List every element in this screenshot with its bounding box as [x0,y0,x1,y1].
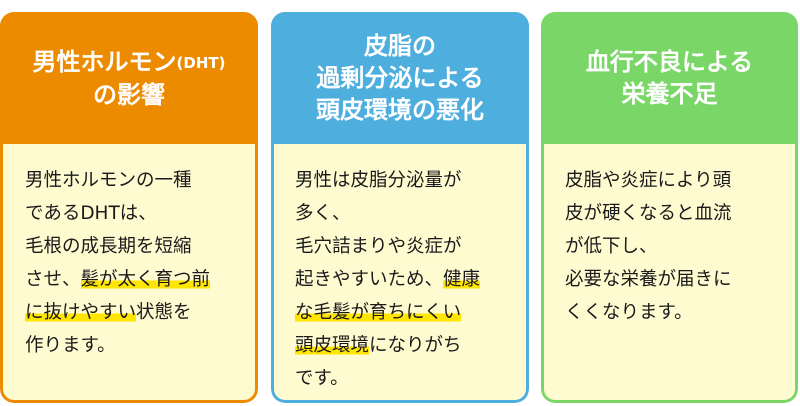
card-text: 皮脂や炎症により頭皮が硬くなると血流が低下し、必要な栄養が届きにくくなります。 [565,164,785,329]
highlighted-text: 頭皮環境 [295,335,370,356]
text-segment: 起きやすいため、 [295,269,444,290]
title-line: 頭皮環境の悪化 [316,96,484,124]
card-blood-flow: 血行不良による栄養不足 皮脂や炎症により頭皮が硬くなると血流が低下し、必要な栄養… [541,12,798,403]
text-segment: 皮脂や炎症により頭 [565,170,732,191]
highlighted-text: な毛髪が育ちにくい [295,302,462,323]
text-segment: になりがち [369,335,462,356]
text-line: くくなります。 [565,296,785,329]
text-segment: であるDHTは、 [25,203,157,224]
card-text: 男性ホルモンの一種であるDHTは、毛根の成長期を短縮させ、髪が太く育つ前に抜けや… [25,164,245,362]
title-small: (DHT) [176,53,226,72]
text-line: させ、髪が太く育つ前 [25,263,245,296]
text-line: であるDHTは、 [25,197,245,230]
title-line: の影響 [92,80,165,109]
card-sebum: 皮脂の過剰分泌による頭皮環境の悪化 男性は皮脂分泌量が多く、毛穴詰まりや炎症が起… [271,12,529,403]
text-segment: 皮が硬くなると血流 [565,203,732,224]
card-body: 皮脂や炎症により頭皮が硬くなると血流が低下し、必要な栄養が届きにくくなります。 [541,144,798,403]
title-line: 過剰分泌による [316,64,484,92]
text-segment: 状態を [136,302,192,323]
card-title: 皮脂の過剰分泌による頭皮環境の悪化 [316,30,484,126]
title-line: 栄養不足 [621,80,718,108]
text-line: が低下し、 [565,230,785,263]
text-line: 皮が硬くなると血流 [565,197,785,230]
text-segment: 男性ホルモンの一種 [25,170,192,191]
text-line: 作ります。 [25,329,245,362]
text-segment: 多く、 [295,203,351,224]
card-text: 男性は皮脂分泌量が多く、毛穴詰まりや炎症が起きやすいため、健康な毛髪が育ちにくい… [295,164,516,395]
card-title: 血行不良による栄養不足 [586,46,753,110]
text-line: 多く、 [295,197,516,230]
title-line: 皮脂の [364,32,436,60]
text-line: 男性は皮脂分泌量が [295,164,516,197]
text-line: 皮脂や炎症により頭 [565,164,785,197]
text-line: に抜けやすい状態を [25,296,245,329]
text-segment: が低下し、 [565,236,658,257]
card-male-hormone: 男性ホルモン(DHT) の影響 男性ホルモンの一種であるDHTは、毛根の成長期を短… [0,12,258,403]
highlighted-text: 髪が太く育つ前 [80,269,211,290]
highlighted-text: に抜けやすい [25,302,137,323]
card-header: 皮脂の過剰分泌による頭皮環境の悪化 [271,12,529,144]
text-segment: させ、 [25,269,81,290]
card-body: 男性は皮脂分泌量が多く、毛穴詰まりや炎症が起きやすいため、健康な毛髪が育ちにくい… [271,144,529,403]
card-header: 男性ホルモン(DHT) の影響 [0,12,258,144]
text-line: 毛根の成長期を短縮 [25,230,245,263]
text-line: 起きやすいため、健康 [295,263,516,296]
text-line: 必要な栄養が届きに [565,263,785,296]
text-line: です。 [295,362,516,395]
text-segment: 毛穴詰まりや炎症が [295,236,462,257]
text-line: 頭皮環境になりがち [295,329,516,362]
card-header: 血行不良による栄養不足 [541,12,798,144]
title-main: 男性ホルモン [32,47,177,76]
text-segment: 毛根の成長期を短縮 [25,236,192,257]
card-body: 男性ホルモンの一種であるDHTは、毛根の成長期を短縮させ、髪が太く育つ前に抜けや… [0,144,258,403]
text-segment: 男性は皮脂分泌量が [295,170,462,191]
text-line: 男性ホルモンの一種 [25,164,245,197]
text-segment: くくなります。 [565,302,693,323]
highlighted-text: 健康 [443,269,481,290]
text-segment: 作ります。 [25,335,116,356]
text-segment: です。 [295,368,349,389]
title-line: 血行不良による [585,48,754,76]
text-line: 毛穴詰まりや炎症が [295,230,516,263]
text-segment: 必要な栄養が届きに [565,269,732,290]
text-line: な毛髪が育ちにくい [295,296,516,329]
card-title: 男性ホルモン(DHT) の影響 [33,46,226,111]
